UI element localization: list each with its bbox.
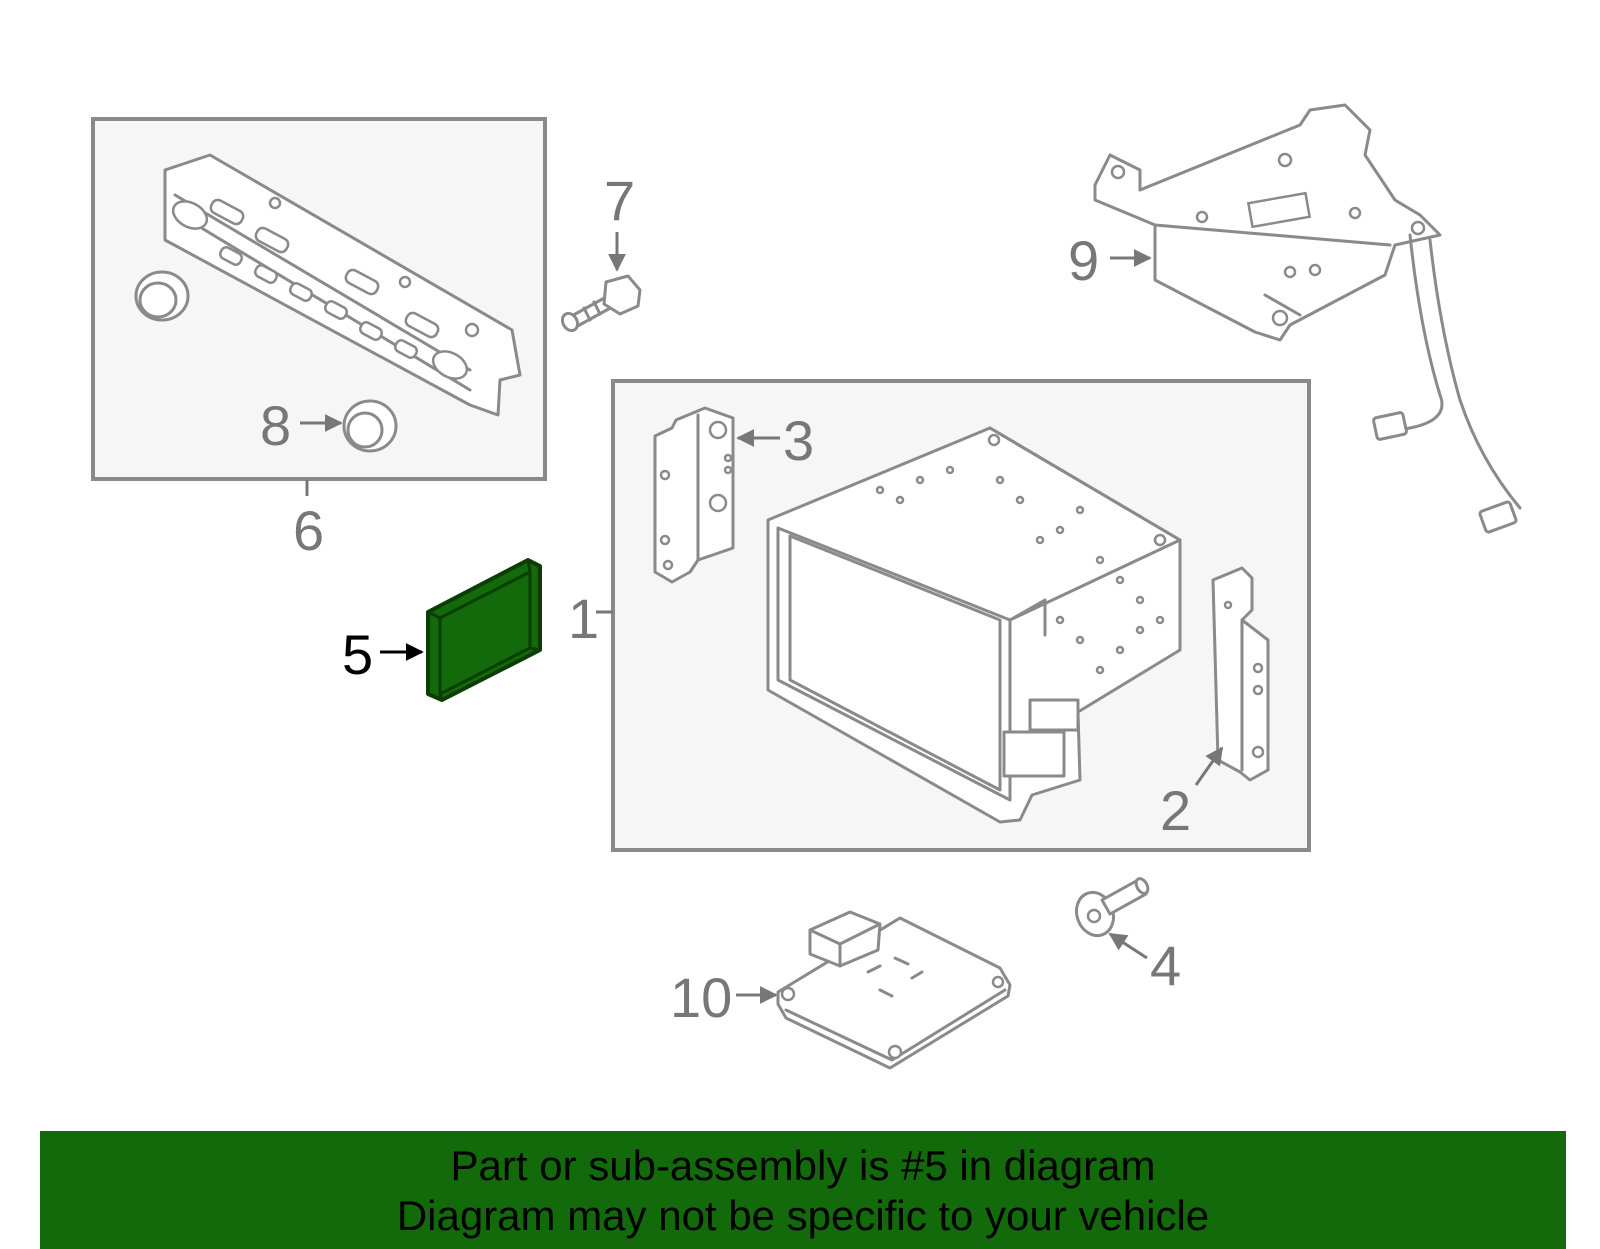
callout-1: 1 xyxy=(568,587,599,650)
module-10[interactable] xyxy=(776,910,1012,1070)
arrow-2 xyxy=(1194,746,1224,786)
climate-control-panel[interactable] xyxy=(163,153,522,417)
screw-7[interactable] xyxy=(559,274,642,333)
info-banner: Part or sub-assembly is #5 in diagram Di… xyxy=(40,1131,1566,1249)
callout-6: 6 xyxy=(293,499,324,562)
banner-line-1: Part or sub-assembly is #5 in diagram xyxy=(450,1142,1156,1189)
callout-8: 8 xyxy=(260,394,291,457)
callout-5: 5 xyxy=(342,623,373,686)
callout-3: 3 xyxy=(783,409,814,472)
bracket-2[interactable] xyxy=(1211,566,1270,782)
knob-8[interactable] xyxy=(342,399,398,453)
callout-7: 7 xyxy=(604,169,635,232)
callout-2: 2 xyxy=(1160,779,1191,842)
callout-10: 10 xyxy=(670,966,732,1029)
bolt-4[interactable] xyxy=(1071,877,1151,941)
arrow-4 xyxy=(1108,932,1148,960)
banner-line-2: Diagram may not be specific to your vehi… xyxy=(396,1192,1210,1239)
display-module-5[interactable] xyxy=(426,558,542,702)
knob-left xyxy=(134,270,190,322)
callout-4: 4 xyxy=(1150,934,1181,997)
head-unit[interactable] xyxy=(766,426,1182,824)
bracket-3[interactable] xyxy=(653,406,735,584)
callout-9: 9 xyxy=(1068,229,1099,292)
bracket-9[interactable] xyxy=(1093,103,1522,534)
